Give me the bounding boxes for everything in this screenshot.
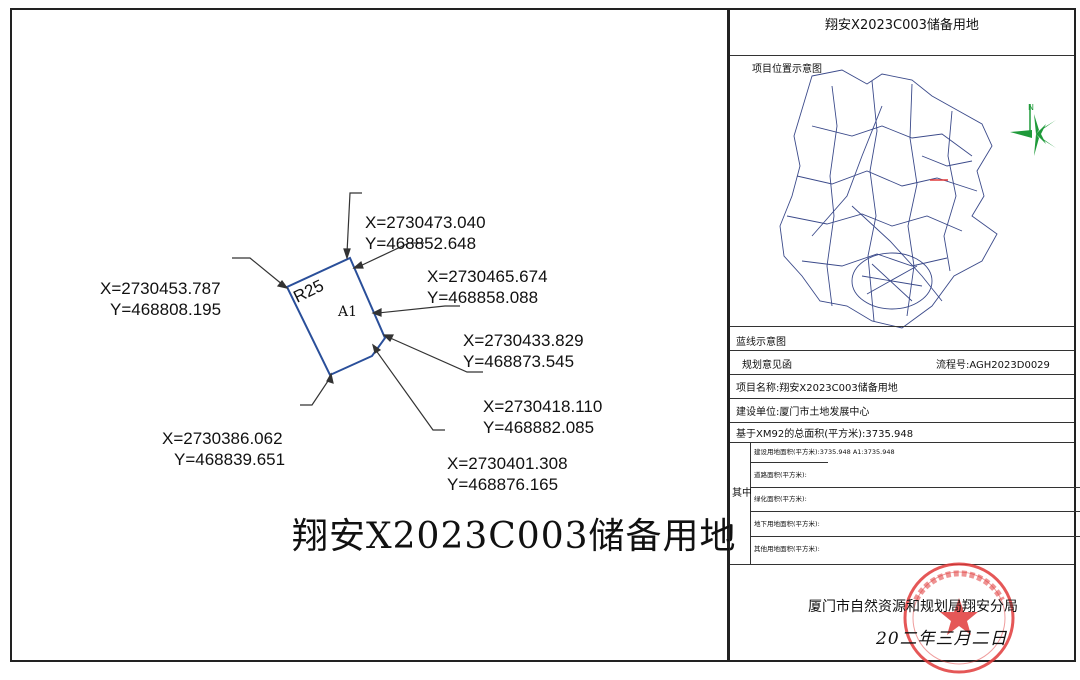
leader-4 xyxy=(377,305,460,314)
location-map-label: 项目位置示意图 xyxy=(752,64,822,75)
project-name: 项目名称:翔安X2023C003储备用地 xyxy=(736,383,898,394)
svg-text:N: N xyxy=(1028,103,1034,112)
location-map xyxy=(779,69,998,329)
sub-row-1: 建设用地面积(平方米):3735.948 A1:3735.948 xyxy=(754,448,895,456)
sub-row-5: 其他用地面积(平方米): xyxy=(754,545,820,553)
panel-divider xyxy=(727,8,729,662)
total-area: 基于XM92的总面积(平方米):3735.948 xyxy=(736,429,914,440)
flow-number: 流程号:AGH2023D0029 xyxy=(936,360,1050,371)
leader-6 xyxy=(300,377,331,406)
leader-1 xyxy=(346,192,362,254)
sub-row-4: 地下用地面积(平方米): xyxy=(754,520,820,528)
among-label: 其中 xyxy=(732,488,752,499)
blueline-label: 蓝线示意图 xyxy=(736,337,786,348)
leader-2 xyxy=(232,257,284,286)
parcel-outline xyxy=(285,256,387,377)
compass-icon: N xyxy=(1010,103,1056,156)
parcel-drawing: R25 A1 xyxy=(232,192,483,431)
sub-row-3: 绿化面积(平方米): xyxy=(754,495,807,503)
drawing-frame xyxy=(10,8,1076,662)
parcel-label: A1 xyxy=(337,304,357,320)
opinion-label: 规划意见函 xyxy=(742,360,792,371)
sub-row-2: 道路面积(平方米): xyxy=(754,471,807,479)
official-seal xyxy=(903,562,1015,674)
road-label: R25 xyxy=(290,276,326,307)
handwritten-date: 20二年三月二日 xyxy=(876,629,1008,649)
leader-5 xyxy=(387,336,483,373)
drawing-title: 翔安X2023C003储备用地 xyxy=(292,516,737,557)
agency-name: 厦门市自然资源和规划局翔安分局 xyxy=(808,599,1018,615)
info-panel: 翔安X2023C003储备用地 项目位置示意图 xyxy=(729,8,1080,660)
panel-title: 翔安X2023C003储备用地 xyxy=(825,18,979,33)
leader-7 xyxy=(374,348,445,431)
leader-3 xyxy=(357,242,424,268)
builder-unit: 建设单位:厦门市土地发展中心 xyxy=(736,407,870,418)
